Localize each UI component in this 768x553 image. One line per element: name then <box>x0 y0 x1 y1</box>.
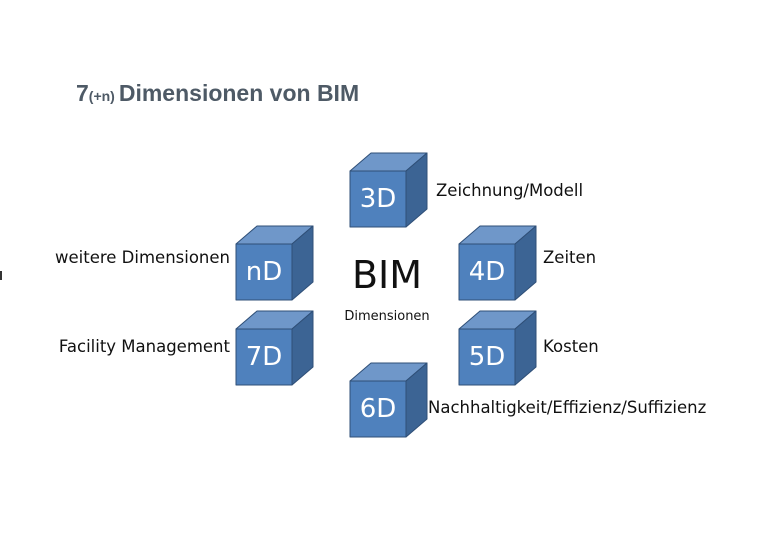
caption-3d: Zeichnung/Modell <box>436 181 584 200</box>
cube-front-face <box>349 380 407 438</box>
cube-front-face <box>235 328 293 386</box>
caption-4d: Zeiten <box>543 248 597 267</box>
cube-front-face <box>349 170 407 228</box>
cube-nd: nD <box>235 225 317 301</box>
bim-subtitle: Dimensionen <box>344 309 430 324</box>
cube-5d: 5D <box>458 310 540 386</box>
page-title: 7(+n)Dimensionen von BIM <box>76 80 359 107</box>
title-prefix: 7 <box>76 80 89 106</box>
cube-5d-shape <box>458 310 537 386</box>
cube-6d: 6D <box>349 362 431 438</box>
cube-front-face <box>458 243 516 301</box>
cube-3d: 3D <box>349 152 431 228</box>
bim-title: BIM <box>351 253 423 297</box>
cube-7d-shape <box>235 310 314 386</box>
title-sub: (+n) <box>88 88 115 104</box>
caption-7d: Facility Management <box>58 337 230 356</box>
cube-6d-shape <box>349 362 428 438</box>
cube-7d: 7D <box>235 310 317 386</box>
cube-4d: 4D <box>458 225 540 301</box>
cube-3d-shape <box>349 152 428 228</box>
caption-6d: Nachhaltigkeit/Effizienz/Suffizienz <box>428 398 707 417</box>
cube-6d-label: 6D <box>359 394 397 424</box>
cube-front-face <box>235 243 293 301</box>
cube-front-face <box>458 328 516 386</box>
caption-nd: weitere Dimensionen <box>55 248 230 267</box>
caption-5d: Kosten <box>543 337 599 356</box>
cube-5d-label: 5D <box>468 342 506 372</box>
title-main: Dimensionen von BIM <box>118 80 360 106</box>
cube-nd-label: nD <box>245 257 283 287</box>
cube-nd-shape <box>235 225 314 301</box>
cube-3d-label: 3D <box>359 184 397 214</box>
cube-7d-label: 7D <box>245 342 283 372</box>
edge-mark <box>0 271 2 280</box>
cube-4d-label: 4D <box>468 257 506 287</box>
cube-4d-shape <box>458 225 537 301</box>
